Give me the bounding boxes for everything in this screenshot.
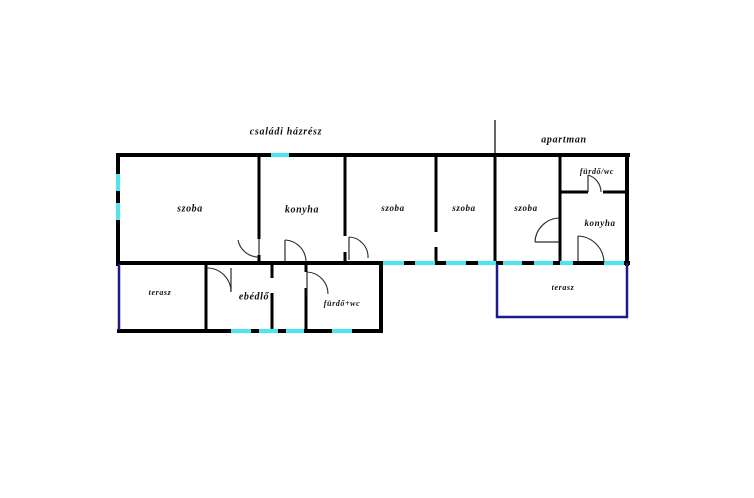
door-terasz-ebedlo — [206, 267, 232, 293]
door-swings — [206, 174, 605, 295]
section-label-apartment: apartman — [541, 134, 587, 145]
room-label-konyha-2: konyha — [584, 218, 615, 228]
door-konyha-ebedlo — [284, 239, 307, 262]
room-label-szoba-2: szoba — [380, 203, 405, 213]
room-label-szoba-1: szoba — [176, 203, 203, 214]
exterior-walls — [116, 153, 630, 333]
room-label-ebedlo: ebédlő — [239, 291, 270, 302]
room-label-furdo-wc-csaladi: fürdő+wc — [324, 299, 360, 308]
room-label-terasz-1: terasz — [149, 288, 172, 297]
door-apartman-szoba — [534, 217, 560, 243]
door-szoba1-ebedlo — [237, 239, 260, 258]
door-konyha2-terasz — [577, 235, 605, 263]
terrace-walls — [117, 263, 629, 330]
section-label-family: családi házrész — [250, 126, 322, 137]
room-label-terasz-2: terasz — [552, 283, 575, 292]
room-label-szoba-3: szoba — [451, 203, 476, 213]
room-label-konyha-1: konyha — [285, 204, 319, 215]
room-label-szoba-4: szoba — [513, 203, 538, 213]
room-label-furdo-wc-apartman: fürdő/wc — [580, 167, 614, 176]
interior-walls — [204, 155, 629, 333]
door-ebedlo-furdo — [306, 271, 329, 295]
window-openings — [115, 152, 624, 334]
door-furdo-konyha2 — [587, 174, 602, 193]
door-szoba2-konyha — [348, 236, 369, 260]
